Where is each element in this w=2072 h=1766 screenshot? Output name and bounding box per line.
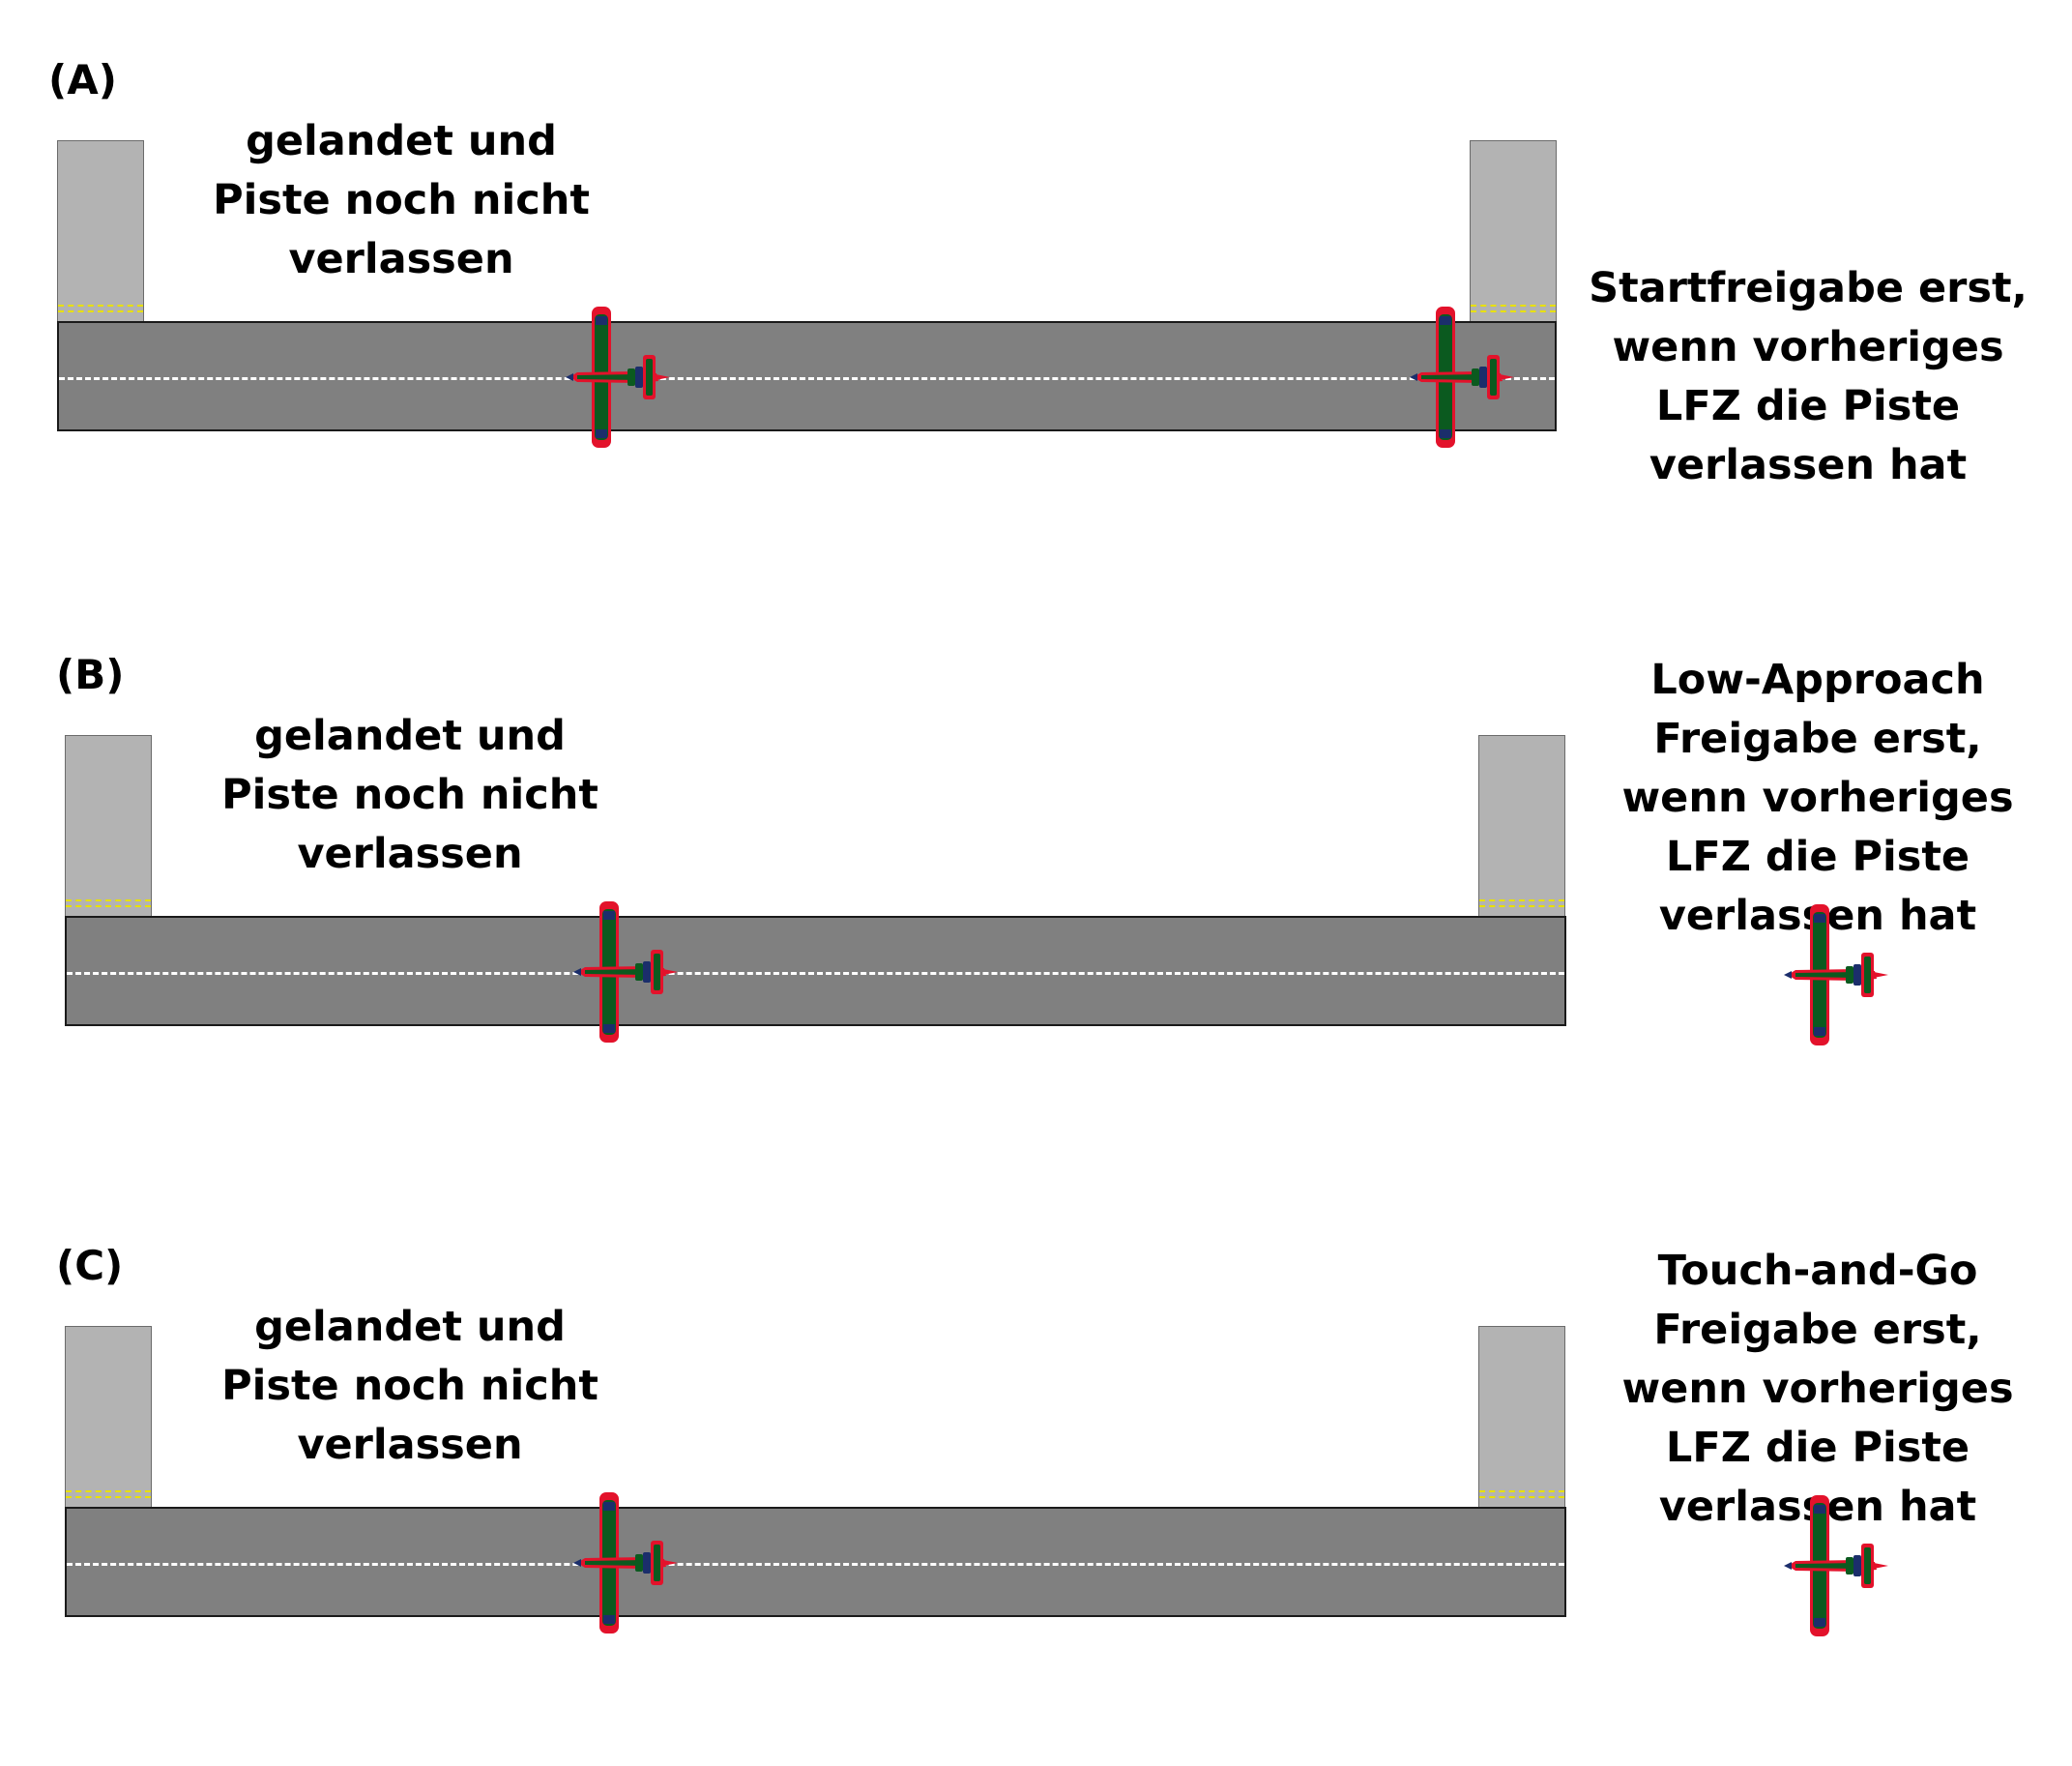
holding-line <box>66 905 151 907</box>
runway <box>65 1507 1566 1617</box>
aircraft-topview-icon <box>1782 1493 1898 1638</box>
holding-line <box>66 1490 151 1492</box>
aircraft-topview-icon <box>571 1490 687 1635</box>
taxiway-left <box>65 1326 152 1508</box>
runway-centerline <box>59 377 1555 380</box>
holding-line <box>66 899 151 901</box>
holding-line <box>1479 1496 1564 1498</box>
runway-centerline <box>67 972 1564 975</box>
holding-line <box>1479 1490 1564 1492</box>
taxiway-right <box>1470 140 1557 322</box>
runway <box>57 321 1557 431</box>
landed-note: gelandet und Piste noch nicht verlassen <box>221 1303 598 1469</box>
aircraft-topview-icon <box>1782 902 1898 1047</box>
holding-line <box>1479 899 1564 901</box>
taxiway-left <box>65 735 152 917</box>
runway-centerline <box>67 1563 1564 1566</box>
panel-label: (A) <box>48 56 117 103</box>
holding-line <box>58 310 143 312</box>
holding-line <box>1471 310 1556 312</box>
holding-line <box>66 1496 151 1498</box>
aircraft-topview-icon <box>1408 305 1524 450</box>
aircraft-topview-icon <box>571 899 687 1045</box>
holding-line <box>1479 905 1564 907</box>
taxiway-left <box>57 140 144 322</box>
panel-label: (C) <box>56 1242 124 1289</box>
taxiway-right <box>1478 735 1565 917</box>
aircraft-topview-icon <box>564 305 680 450</box>
taxiway-right <box>1478 1326 1565 1508</box>
side-note: Startfreigabe erst, wenn vorheriges LFZ … <box>1589 264 2028 489</box>
side-note: Low-Approach Freigabe erst, wenn vorheri… <box>1621 656 2014 940</box>
panel-c: (C) gelandet und Piste noch nicht verlas… <box>0 1186 2072 1766</box>
landed-note: gelandet und Piste noch nicht verlassen <box>213 117 590 283</box>
runway <box>65 916 1566 1026</box>
holding-line <box>1471 305 1556 307</box>
panel-b: (B) gelandet und Piste noch nicht verlas… <box>0 595 2072 1175</box>
landed-note: gelandet und Piste noch nicht verlassen <box>221 712 598 878</box>
holding-line <box>58 305 143 307</box>
side-note: Touch-and-Go Freigabe erst, wenn vorheri… <box>1621 1247 2014 1531</box>
panel-label: (B) <box>56 651 125 698</box>
panel-a: (A) gelandet und Piste noch nicht verlas… <box>0 0 2072 580</box>
